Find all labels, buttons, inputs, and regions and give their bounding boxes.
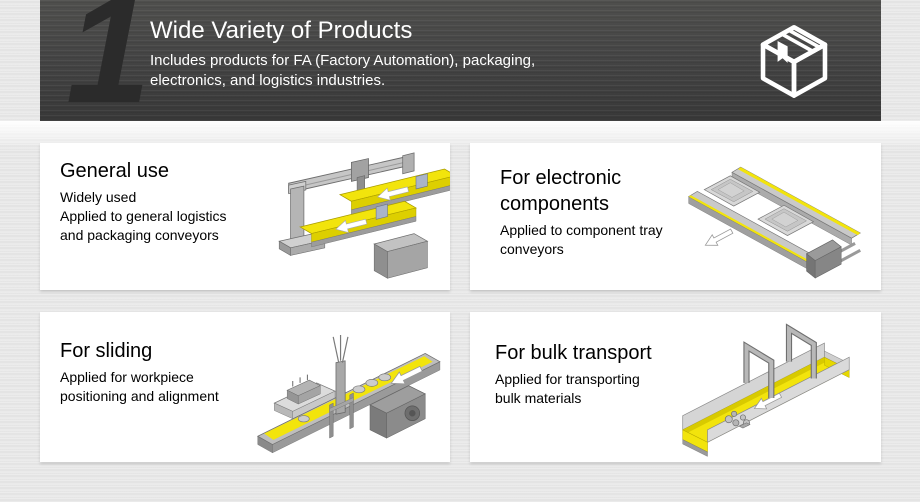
card-sliding: For sliding Applied for workpiece positi… bbox=[40, 312, 450, 462]
flow-direction-arrow-icon bbox=[702, 225, 736, 251]
card-line: Widely used bbox=[60, 189, 137, 205]
package-box-icon bbox=[760, 25, 828, 98]
card-electronic-components: For electronic components Applied to com… bbox=[470, 143, 881, 290]
card-title: For bulk transport bbox=[495, 342, 652, 364]
page-subtitle-line-1: Includes products for FA (Factory Automa… bbox=[150, 52, 536, 69]
section-number: 1 bbox=[66, 0, 151, 121]
dual-belt-conveyor-illustration bbox=[278, 152, 450, 279]
card-text-block: For electronic components Applied to com… bbox=[500, 165, 663, 259]
component-tray-conveyor-illustration bbox=[687, 166, 861, 279]
page-title: Wide Variety of Products bbox=[150, 17, 413, 44]
header-text-block: Wide Variety of Products Includes produc… bbox=[150, 16, 535, 91]
card-text-block: For sliding Applied for workpiece positi… bbox=[60, 338, 219, 406]
card-line: Applied for transporting bbox=[495, 371, 640, 387]
card-bulk-transport: For bulk transport Applied for transport… bbox=[470, 312, 881, 462]
card-text-block: For bulk transport Applied for transport… bbox=[495, 340, 652, 408]
card-title: General use bbox=[60, 160, 169, 182]
card-line: Applied for workpiece bbox=[60, 369, 194, 385]
sliding-conveyor-illustration bbox=[256, 335, 441, 454]
card-title: For sliding bbox=[60, 340, 153, 362]
card-general-use: General use Widely used Applied to gener… bbox=[40, 143, 450, 290]
card-title: For electronic components bbox=[500, 167, 622, 215]
box-ribbon-tab bbox=[777, 40, 788, 63]
card-line: Applied to component tray bbox=[500, 222, 663, 238]
card-line: conveyors bbox=[500, 241, 564, 257]
bulk-transport-conveyor-illustration bbox=[682, 323, 850, 457]
card-line: positioning and alignment bbox=[60, 388, 219, 404]
card-line: Applied to general logistics bbox=[60, 208, 227, 224]
card-line: and packaging conveyors bbox=[60, 227, 219, 243]
page-subtitle-line-2: electronics, and logistics industries. bbox=[150, 72, 386, 89]
card-line: bulk materials bbox=[495, 390, 582, 406]
header-banner: 1 Wide Variety of Products Includes prod… bbox=[40, 0, 881, 121]
card-text-block: General use Widely used Applied to gener… bbox=[60, 158, 227, 245]
